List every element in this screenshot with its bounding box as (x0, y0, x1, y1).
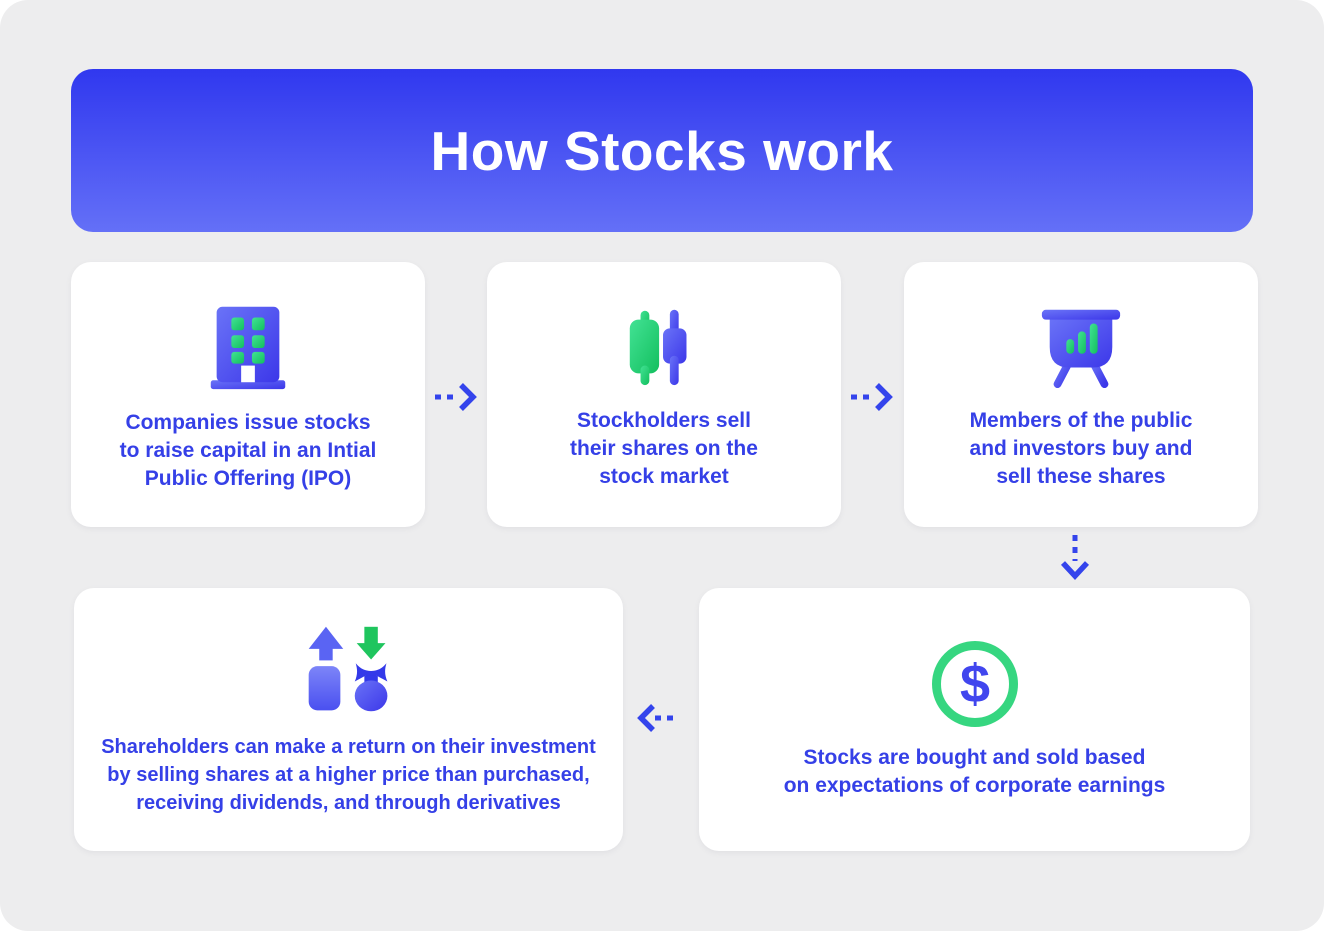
card-text: Shareholders can make a return on their … (101, 733, 596, 817)
flow-arrow-down (1060, 532, 1090, 589)
card-text-line: Companies issue stocks (125, 411, 371, 434)
card-text-line: their shares on the (570, 436, 758, 460)
flow-arrow-right-1 (432, 382, 478, 417)
card-companies-issue-stocks: Companies issue stocks to raise capital … (71, 262, 425, 527)
card-text-line: Public Offering (IPO) (144, 467, 352, 490)
card-text: Companies issue stocks to raise capital … (120, 409, 377, 493)
card-text-line: by selling shares at a higher price than… (107, 764, 590, 786)
card-text: Members of the public and investors buy … (970, 407, 1193, 491)
investment-return-icon (296, 622, 402, 718)
card-text-line: sell these shares (996, 464, 1166, 488)
building-icon (202, 296, 294, 394)
card-text-line: to raise capital in an Intial (119, 439, 377, 462)
card-text-line: Stocks are bought and sold based (803, 746, 1146, 769)
card-text-line: Stockholders sell (577, 408, 751, 432)
card-public-buy-sell: Members of the public and investors buy … (904, 262, 1258, 527)
card-text: Stockholders sell their shares on the st… (570, 407, 758, 491)
card-shareholders-return: Shareholders can make a return on their … (74, 588, 623, 851)
flow-arrow-right-2 (848, 382, 894, 417)
presentation-chart-icon (1037, 299, 1125, 392)
candlestick-chart-icon (620, 299, 708, 392)
header-banner: How Stocks work (71, 69, 1253, 232)
card-text-line: Members of the public (969, 408, 1193, 432)
page-title: How Stocks work (430, 119, 894, 182)
card-text-line: receiving dividends, and through derivat… (136, 792, 561, 814)
card-text-line: Shareholders can make a return on their … (101, 736, 596, 758)
flow-arrow-left (636, 703, 682, 738)
svg-text:$: $ (959, 654, 989, 714)
card-stockholders-sell: Stockholders sell their shares on the st… (487, 262, 841, 527)
card-text-line: and investors buy and (969, 436, 1193, 460)
card-text: Stocks are bought and sold based on expe… (784, 744, 1166, 800)
dollar-coin-icon: $ (930, 639, 1020, 729)
card-text-line: stock market (599, 464, 729, 488)
card-text-line: on expectations of corporate earnings (783, 774, 1166, 797)
card-bought-sold-expectations: $ Stocks are bought and sold based on ex… (699, 588, 1250, 851)
